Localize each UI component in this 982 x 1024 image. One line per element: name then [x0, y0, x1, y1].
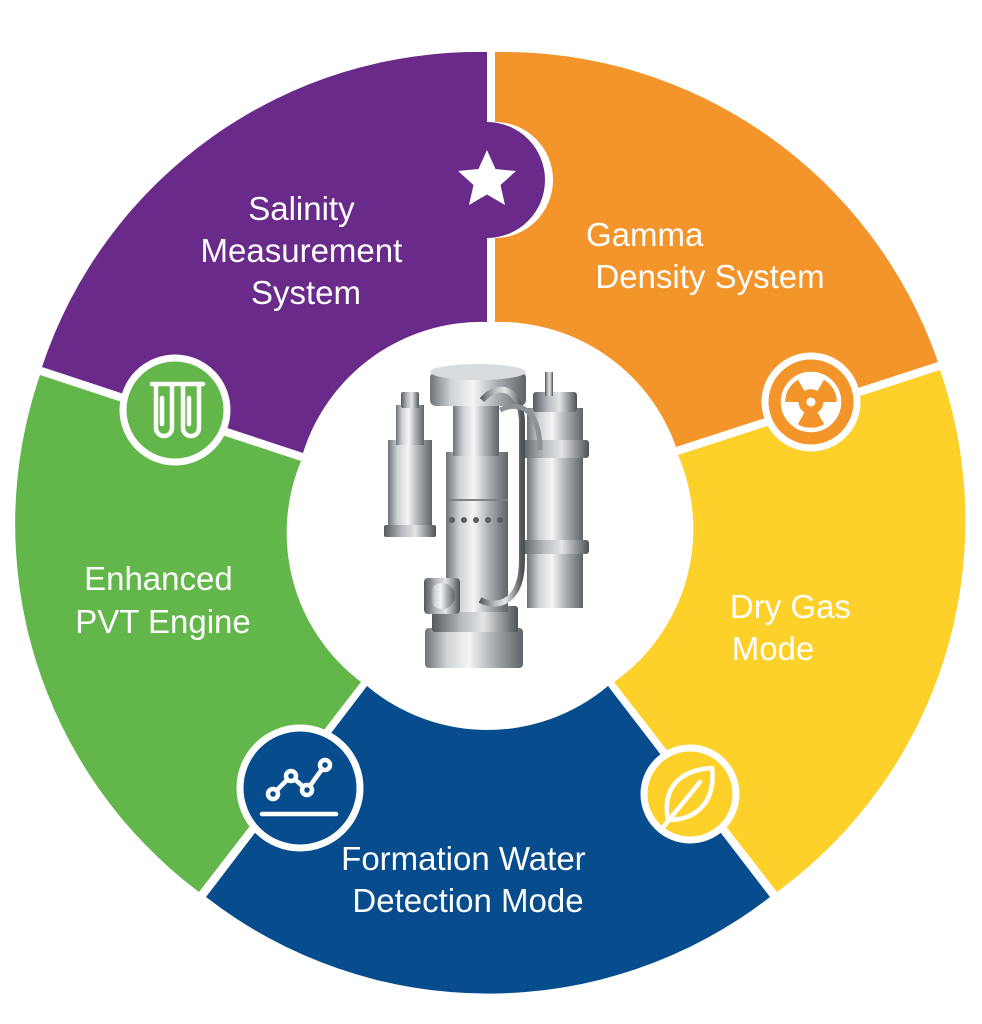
label-pvt: Enhanced PVT Engine	[75, 560, 251, 640]
segment-labels: Salinity Measurement System Gamma Densit…	[75, 190, 860, 919]
label-line: Dry Gas	[730, 588, 851, 625]
multiphase-flow-meter-image	[384, 364, 589, 668]
segment-salinity-measurement	[42, 51, 546, 453]
label-line: Density System	[595, 258, 824, 295]
label-line: Gamma	[586, 216, 704, 253]
formation-icon-badge	[236, 724, 364, 852]
label-gamma: Gamma Density System	[586, 216, 825, 295]
segment-gamma-density	[495, 51, 938, 447]
label-line: System	[251, 274, 361, 311]
label-line: Formation Water	[341, 840, 586, 877]
label-line: Detection Mode	[352, 882, 583, 919]
pvt-icon-badge	[119, 354, 231, 466]
radiation-icon	[780, 371, 842, 433]
leaf-icon	[661, 765, 715, 829]
star-icon	[458, 150, 516, 205]
line-graph-icon	[259, 757, 339, 817]
label-line: PVT Engine	[75, 603, 251, 640]
label-drygas: Dry Gas Mode	[730, 588, 860, 667]
label-line: Enhanced	[84, 560, 233, 597]
test-tubes-icon	[149, 381, 206, 439]
label-formation: Formation Water Detection Mode	[341, 840, 595, 919]
label-salinity: Salinity Measurement System	[201, 190, 412, 311]
label-line: Salinity	[248, 190, 355, 227]
label-line: Measurement	[201, 232, 403, 269]
label-line: Mode	[732, 630, 815, 667]
